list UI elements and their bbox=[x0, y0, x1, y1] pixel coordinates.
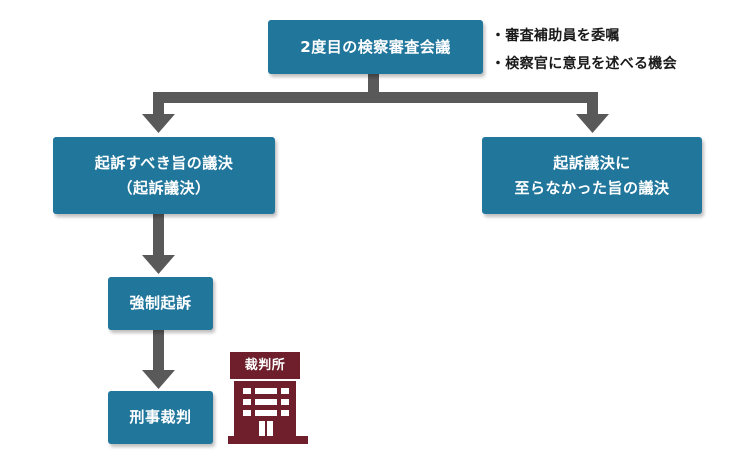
mandatory-prosecution-box: 強制起訴 bbox=[108, 277, 213, 330]
courthouse-building-icon bbox=[228, 352, 308, 444]
meeting-note-1: ・審査補助員を委嘱 bbox=[491, 28, 620, 44]
courthouse-label: 裁判所 bbox=[244, 358, 286, 373]
no-indictment-resolution-line1: 起訴議決に bbox=[553, 153, 631, 172]
no-indictment-resolution-box: 起訴議決に 至らなかった旨の議決 bbox=[482, 137, 702, 214]
no-indictment-resolution-line2: 至らなかった旨の議決 bbox=[514, 178, 670, 197]
criminal-trial-box: 刑事裁判 bbox=[108, 391, 213, 444]
meeting-notes: ・審査補助員を委嘱 ・検察官に意見を述べる機会 bbox=[491, 22, 677, 78]
connector-kiso-to-keiji bbox=[153, 330, 164, 372]
arrow-to-right-box bbox=[576, 114, 609, 133]
meeting-note-2: ・検察官に意見を述べる機会 bbox=[491, 56, 677, 72]
connector-left-drop bbox=[153, 92, 164, 116]
indictment-resolution-box: 起訴すべき旨の議決 （起訴議決） bbox=[53, 137, 275, 214]
courthouse-base bbox=[228, 436, 308, 444]
indictment-resolution-line1: 起訴すべき旨の議決 bbox=[94, 153, 234, 172]
mandatory-prosecution-label: 強制起訴 bbox=[129, 294, 192, 313]
second-review-meeting-label: 2度目の検察審査会議 bbox=[300, 37, 451, 56]
connector-horizontal bbox=[153, 92, 598, 103]
indictment-resolution-line2: （起訴議決） bbox=[117, 178, 211, 197]
connector-right-drop bbox=[587, 92, 598, 116]
arrow-to-kiso bbox=[142, 255, 175, 274]
courthouse-sign bbox=[230, 352, 300, 379]
connector-top-stem bbox=[368, 74, 379, 98]
arrow-to-left-box bbox=[142, 114, 175, 133]
arrow-to-keiji bbox=[142, 370, 175, 389]
second-review-meeting-box: 2度目の検察審査会議 bbox=[268, 20, 483, 74]
criminal-trial-label: 刑事裁判 bbox=[129, 408, 192, 427]
connector-left-to-kiso bbox=[153, 214, 164, 257]
